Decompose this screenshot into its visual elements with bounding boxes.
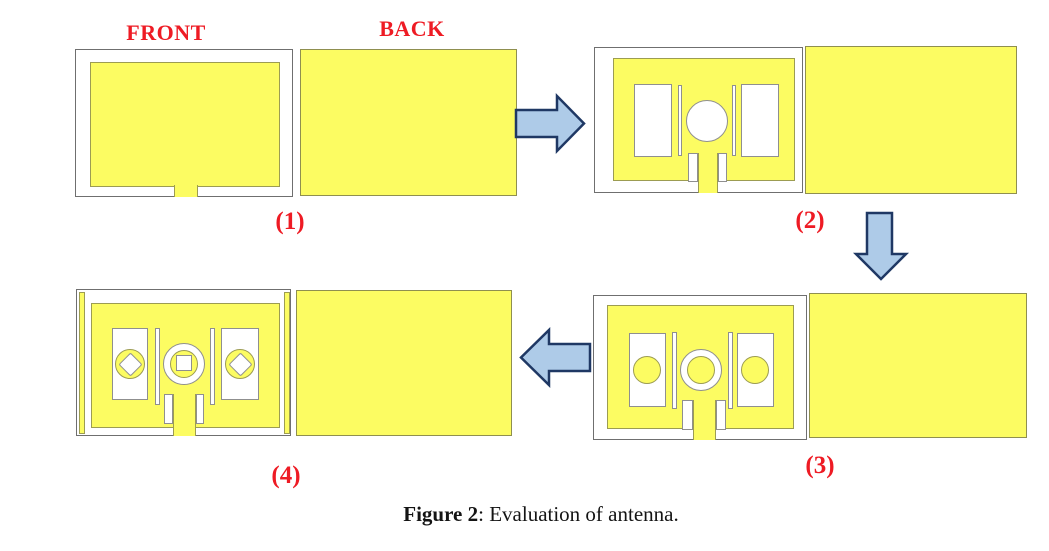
feed-slot-cutout bbox=[682, 400, 693, 430]
slit-cutout bbox=[732, 85, 736, 156]
patch bbox=[90, 62, 280, 187]
step1-label: (1) bbox=[275, 208, 305, 235]
stage3-back-pcb bbox=[809, 293, 1027, 438]
rect-cutout bbox=[741, 84, 779, 157]
left-arrow-icon bbox=[519, 327, 592, 388]
right-arrow-icon bbox=[514, 92, 586, 155]
stage4-front-pcb bbox=[76, 289, 291, 436]
circle-inset bbox=[687, 356, 715, 384]
slit-cutout bbox=[728, 332, 733, 409]
step2-label: (2) bbox=[795, 207, 825, 234]
front-label: FRONT bbox=[126, 20, 206, 45]
step3-label: (3) bbox=[805, 452, 835, 479]
stage1-back-pcb bbox=[300, 49, 517, 196]
feed-line bbox=[173, 394, 196, 436]
stage1-front-pcb bbox=[75, 49, 293, 197]
step4-label: (4) bbox=[271, 462, 301, 489]
feed-slot-cutout bbox=[164, 394, 173, 424]
rect-cutout bbox=[634, 84, 672, 157]
feed-line bbox=[698, 153, 718, 193]
edge-strip bbox=[284, 292, 290, 434]
circle-inset bbox=[741, 356, 769, 384]
slit-cutout bbox=[672, 332, 677, 409]
feed-slot-cutout bbox=[718, 153, 727, 182]
circle-inset bbox=[633, 356, 661, 384]
feed-line bbox=[174, 185, 198, 197]
stage2-front-pcb bbox=[594, 47, 803, 193]
square-cutout bbox=[176, 355, 192, 371]
stage4-back-pcb bbox=[296, 290, 512, 436]
down-arrow-icon bbox=[852, 211, 910, 281]
feed-slot-cutout bbox=[196, 394, 204, 424]
slit-cutout bbox=[155, 328, 160, 405]
figure-caption-text: : Evaluation of antenna. bbox=[478, 502, 679, 526]
edge-strip bbox=[79, 292, 85, 434]
slit-cutout bbox=[210, 328, 215, 405]
feed-slot-cutout bbox=[688, 153, 698, 182]
circle-inset bbox=[170, 350, 198, 378]
feed-line bbox=[693, 400, 716, 440]
stage3-front-pcb bbox=[593, 295, 807, 440]
feed-slot-cutout bbox=[716, 400, 726, 430]
slit-cutout bbox=[678, 85, 682, 156]
figure-caption: Figure 2: Evaluation of antenna. bbox=[403, 502, 678, 527]
circle-cutout bbox=[686, 100, 728, 142]
back-label: BACK bbox=[379, 16, 445, 41]
figure-caption-title: Figure 2 bbox=[403, 502, 479, 526]
stage2-back-pcb bbox=[805, 46, 1017, 194]
